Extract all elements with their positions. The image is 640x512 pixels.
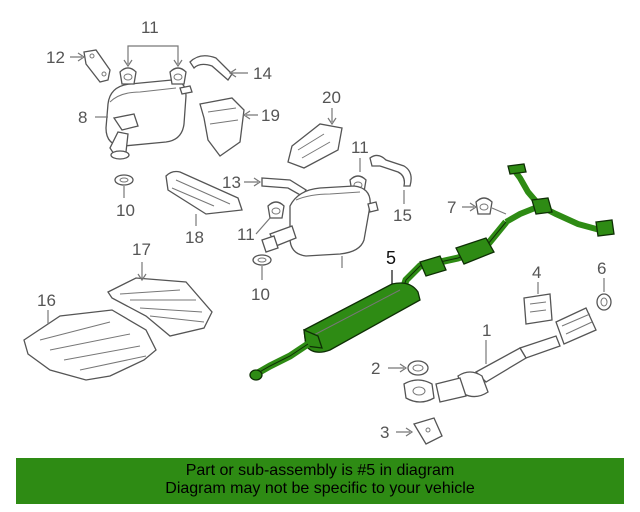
part-18-heat-shield[interactable] xyxy=(165,170,243,215)
banner-line-1: Part or sub-assembly is #5 in diagram xyxy=(185,462,455,479)
callout-4: 4 xyxy=(532,263,541,282)
callout-11-mid: 11 xyxy=(351,138,369,157)
part-8-rear-muffler[interactable] xyxy=(105,79,193,160)
callout-5: 5 xyxy=(386,248,396,268)
callout-14: 14 xyxy=(253,64,272,83)
part-4-bracket[interactable] xyxy=(523,293,553,325)
callout-7: 7 xyxy=(447,198,456,217)
callout-16: 16 xyxy=(37,291,56,310)
callout-11-top: 11 xyxy=(141,18,159,37)
part-17-heat-shield[interactable] xyxy=(107,277,213,337)
callout-15: 15 xyxy=(393,206,412,225)
part-1-front-pipe-catalyst[interactable] xyxy=(403,307,597,403)
part-5-center-muffler-pipe[interactable] xyxy=(249,163,615,381)
part-19-heat-shield[interactable] xyxy=(199,97,245,157)
part-15-pipe-bracket[interactable] xyxy=(369,154,412,187)
callout-13: 13 xyxy=(222,173,241,192)
callout-3: 3 xyxy=(380,423,389,442)
callout-10-lower: 10 xyxy=(251,285,270,304)
part-12-bracket[interactable] xyxy=(83,49,111,83)
callout-8: 8 xyxy=(78,108,87,127)
callout-19: 19 xyxy=(261,106,280,125)
part-10-gasket-lower[interactable] xyxy=(252,254,272,266)
part-2-gasket[interactable] xyxy=(407,360,429,376)
callout-1: 1 xyxy=(482,321,491,340)
callout-2: 2 xyxy=(371,359,380,378)
part-3-bracket[interactable] xyxy=(413,417,443,445)
banner-line-2: Diagram may not be specific to your vehi… xyxy=(165,480,475,497)
callout-20: 20 xyxy=(322,88,341,107)
part-14-pipe-bracket[interactable] xyxy=(189,55,233,81)
part-9-muffler[interactable] xyxy=(261,185,379,257)
callout-11-lower: 11 xyxy=(237,225,255,244)
exhaust-parts-diagram: 8 11 12 14 19 20 11 xyxy=(23,18,615,445)
part-6-gasket[interactable] xyxy=(596,293,612,311)
part-11-hanger-lower[interactable] xyxy=(267,201,285,219)
callout-12: 12 xyxy=(46,48,65,67)
part-20-heat-shield[interactable] xyxy=(287,123,343,169)
part-13-bracket[interactable] xyxy=(261,177,307,197)
part-7-hanger[interactable] xyxy=(475,197,507,215)
part-16-heat-shield[interactable] xyxy=(23,309,157,381)
callout-18: 18 xyxy=(185,228,204,247)
info-banner: Part or sub-assembly is #5 in diagram Di… xyxy=(16,458,624,504)
part-11-hangers-top[interactable] xyxy=(119,67,187,85)
part-10-gasket-top[interactable] xyxy=(114,174,134,186)
callout-6: 6 xyxy=(597,259,606,278)
callout-17: 17 xyxy=(132,240,151,259)
callout-10-top: 10 xyxy=(116,201,135,220)
